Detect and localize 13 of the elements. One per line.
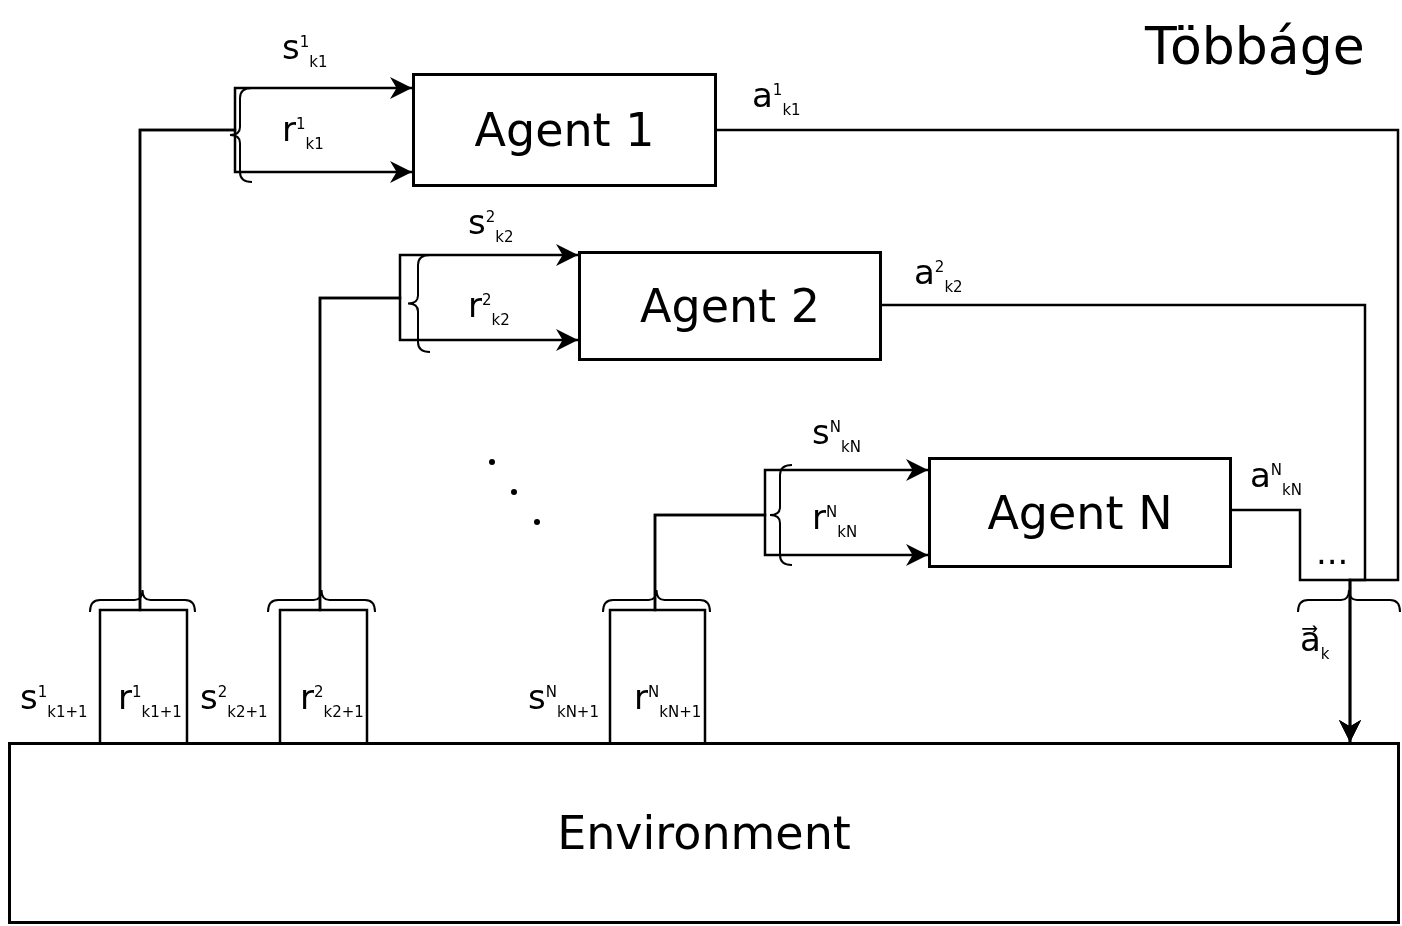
arrow [653, 513, 928, 742]
agent-box: Agent N [928, 457, 1232, 568]
signal-label: a⃗$_{k}$ [1300, 622, 1330, 662]
arrow [138, 128, 412, 742]
arrow [1232, 508, 1361, 742]
environment-box: Environment [8, 742, 1400, 924]
agent-box: Agent 1 [412, 73, 717, 187]
arrow [278, 244, 578, 742]
arrow [318, 296, 578, 742]
signal-label: ... [1316, 535, 1349, 569]
agent-box: Agent 2 [578, 251, 882, 361]
arrow [98, 77, 412, 742]
arrow [608, 459, 928, 742]
